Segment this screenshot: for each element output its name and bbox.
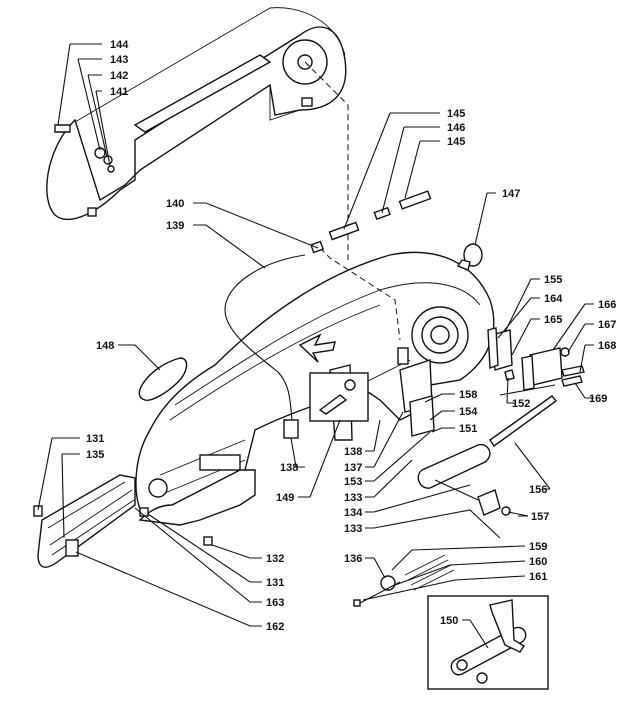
callout-153: 153	[344, 476, 362, 488]
callout-145-bottom: 145	[447, 136, 465, 148]
callout-152: 152	[512, 398, 530, 410]
callout-138-right: 138	[344, 446, 362, 458]
bolt-and-nut	[353, 575, 401, 607]
callout-labels: 144 143 142 141 145 146 145 147 140 139 …	[86, 39, 616, 633]
axis-line	[304, 61, 349, 260]
callout-137: 137	[344, 462, 362, 474]
inset-box-149	[309, 372, 369, 422]
callout-149: 149	[276, 492, 294, 504]
callout-146: 146	[447, 122, 465, 134]
callout-168: 168	[598, 340, 616, 352]
callout-133-bottom: 133	[344, 523, 362, 535]
coolant-hose	[224, 254, 306, 421]
callout-157: 157	[531, 511, 549, 523]
leader-lines	[37, 43, 594, 649]
callout-135: 135	[86, 449, 104, 461]
callout-154: 154	[459, 406, 478, 418]
callout-142: 142	[110, 70, 128, 82]
callout-147: 147	[502, 188, 520, 200]
callout-151: 151	[459, 423, 477, 435]
callout-164: 164	[544, 293, 563, 305]
callout-134: 134	[344, 507, 363, 519]
callout-160: 160	[529, 556, 547, 568]
guide-bracket-assembly	[399, 327, 585, 437]
callout-139: 139	[166, 220, 184, 232]
callout-161: 161	[529, 571, 547, 583]
shaft	[489, 395, 558, 447]
callout-159: 159	[529, 541, 547, 553]
callout-131-bottom: 131	[266, 577, 284, 589]
tensioner-rod	[417, 443, 511, 516]
callout-144: 144	[110, 39, 129, 51]
callout-169: 169	[589, 393, 607, 405]
callout-166: 166	[598, 299, 616, 311]
callout-143: 143	[110, 54, 128, 66]
callout-162: 162	[266, 621, 284, 633]
callout-145-top: 145	[447, 108, 465, 120]
knob	[456, 243, 483, 271]
callout-158: 158	[459, 389, 477, 401]
callout-165: 165	[544, 314, 562, 326]
callout-156: 156	[529, 484, 547, 496]
callout-132: 132	[266, 553, 284, 565]
spring-hatch	[404, 554, 455, 591]
callout-155: 155	[544, 274, 562, 286]
callout-167: 167	[598, 319, 616, 331]
callout-148: 148	[96, 340, 114, 352]
callout-133-top: 133	[344, 492, 362, 504]
callout-138-left: 138	[280, 462, 298, 474]
callout-136: 136	[344, 553, 362, 565]
callout-141: 141	[110, 86, 128, 98]
handle	[138, 357, 188, 401]
callout-140: 140	[166, 198, 184, 210]
callout-131-top: 131	[86, 433, 104, 445]
callout-150: 150	[440, 615, 458, 627]
hose-segments	[310, 190, 432, 254]
inset-box-150	[427, 595, 549, 690]
fitting-138	[283, 347, 409, 439]
hose-route	[319, 247, 401, 341]
callout-163: 163	[266, 597, 284, 609]
